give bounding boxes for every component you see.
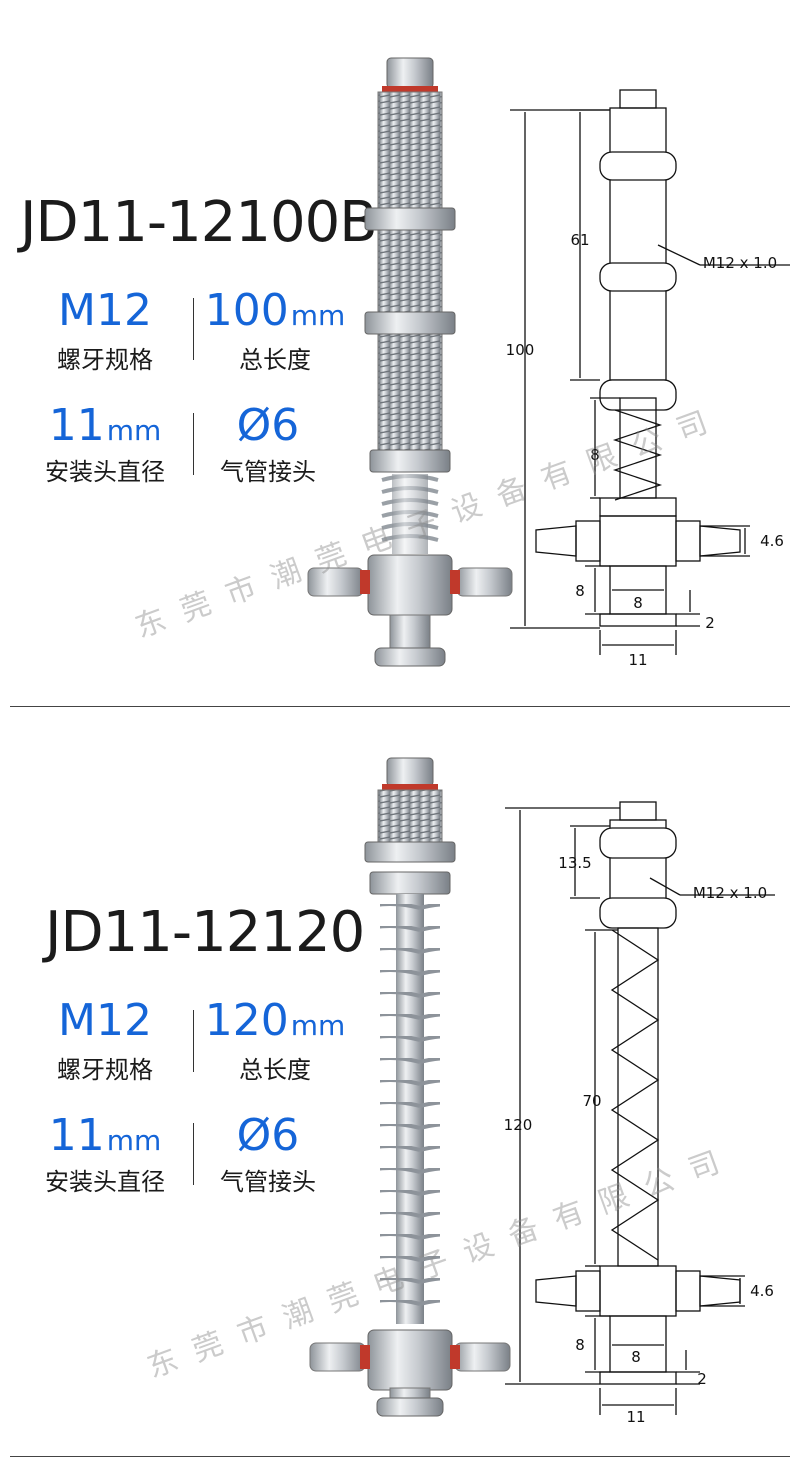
dim-cup-width: 11 — [628, 651, 647, 669]
dim-neck-width: 8 — [631, 1348, 641, 1366]
dim-thread-length: 13.5 — [558, 854, 591, 872]
product-photo — [309, 757, 511, 1417]
dim-thread-spec: M12 x 1.0 — [703, 254, 777, 272]
dim-neck-height: 8 — [575, 582, 585, 600]
thread-spec-label: 螺牙规格 — [57, 1056, 153, 1084]
model-title: JD11-12120 — [45, 900, 365, 965]
fitting-value: Ø6 — [236, 1110, 300, 1161]
length-value: 100mm — [204, 285, 346, 336]
head-diameter-label: 安装头直径 — [45, 458, 165, 486]
technical-drawing: 120 13.5 70 4.6 8 8 2 11 M12 x 1.0 — [504, 801, 775, 1426]
spec-separator — [193, 298, 194, 360]
spec-separator — [193, 413, 194, 475]
thread-spec-value: M12 — [58, 995, 152, 1046]
length-value: 120mm — [204, 995, 346, 1046]
head-diameter-value: 11mm — [48, 400, 162, 451]
section-divider — [10, 1456, 790, 1457]
technical-drawing: 100 61 8 4.6 8 8 2 11 M12 x 1.0 — [506, 89, 790, 669]
fitting-label: 气管接头 — [220, 458, 316, 486]
length-label: 总长度 — [239, 1056, 311, 1084]
head-diameter-value: 11mm — [48, 1110, 162, 1161]
dim-spring: 70 — [582, 1092, 601, 1110]
thread-spec-label: 螺牙规格 — [57, 346, 153, 374]
product-photo — [307, 57, 513, 667]
dim-spring: 8 — [590, 446, 600, 464]
fitting-value: Ø6 — [236, 400, 300, 451]
dim-total-length: 120 — [504, 1116, 533, 1134]
fitting-label: 气管接头 — [220, 1168, 316, 1196]
length-label: 总长度 — [239, 346, 311, 374]
section-divider — [10, 706, 790, 707]
dim-total-length: 100 — [506, 341, 535, 359]
product-panel-2: JD11-12120 M12 螺牙规格 120mm 总长度 11mm 安装头直径… — [0, 720, 800, 1440]
dim-port: 4.6 — [750, 1282, 774, 1300]
dim-thread-length: 61 — [570, 231, 589, 249]
product-panel-1: JD11-12100B M12 螺牙规格 100mm 总长度 11mm 安装头直… — [0, 0, 800, 705]
spec-separator — [193, 1010, 194, 1072]
dim-cup-height: 2 — [697, 1370, 707, 1388]
head-diameter-label: 安装头直径 — [45, 1168, 165, 1196]
dim-neck-width: 8 — [633, 594, 643, 612]
dim-neck-height: 8 — [575, 1336, 585, 1354]
thread-spec-value: M12 — [58, 285, 152, 336]
dim-thread-spec: M12 x 1.0 — [693, 884, 767, 902]
model-title: JD11-12100B — [20, 190, 378, 255]
dim-cup-height: 2 — [705, 614, 715, 632]
spec-separator — [193, 1123, 194, 1185]
dim-port: 4.6 — [760, 532, 784, 550]
dim-cup-width: 11 — [626, 1408, 645, 1426]
